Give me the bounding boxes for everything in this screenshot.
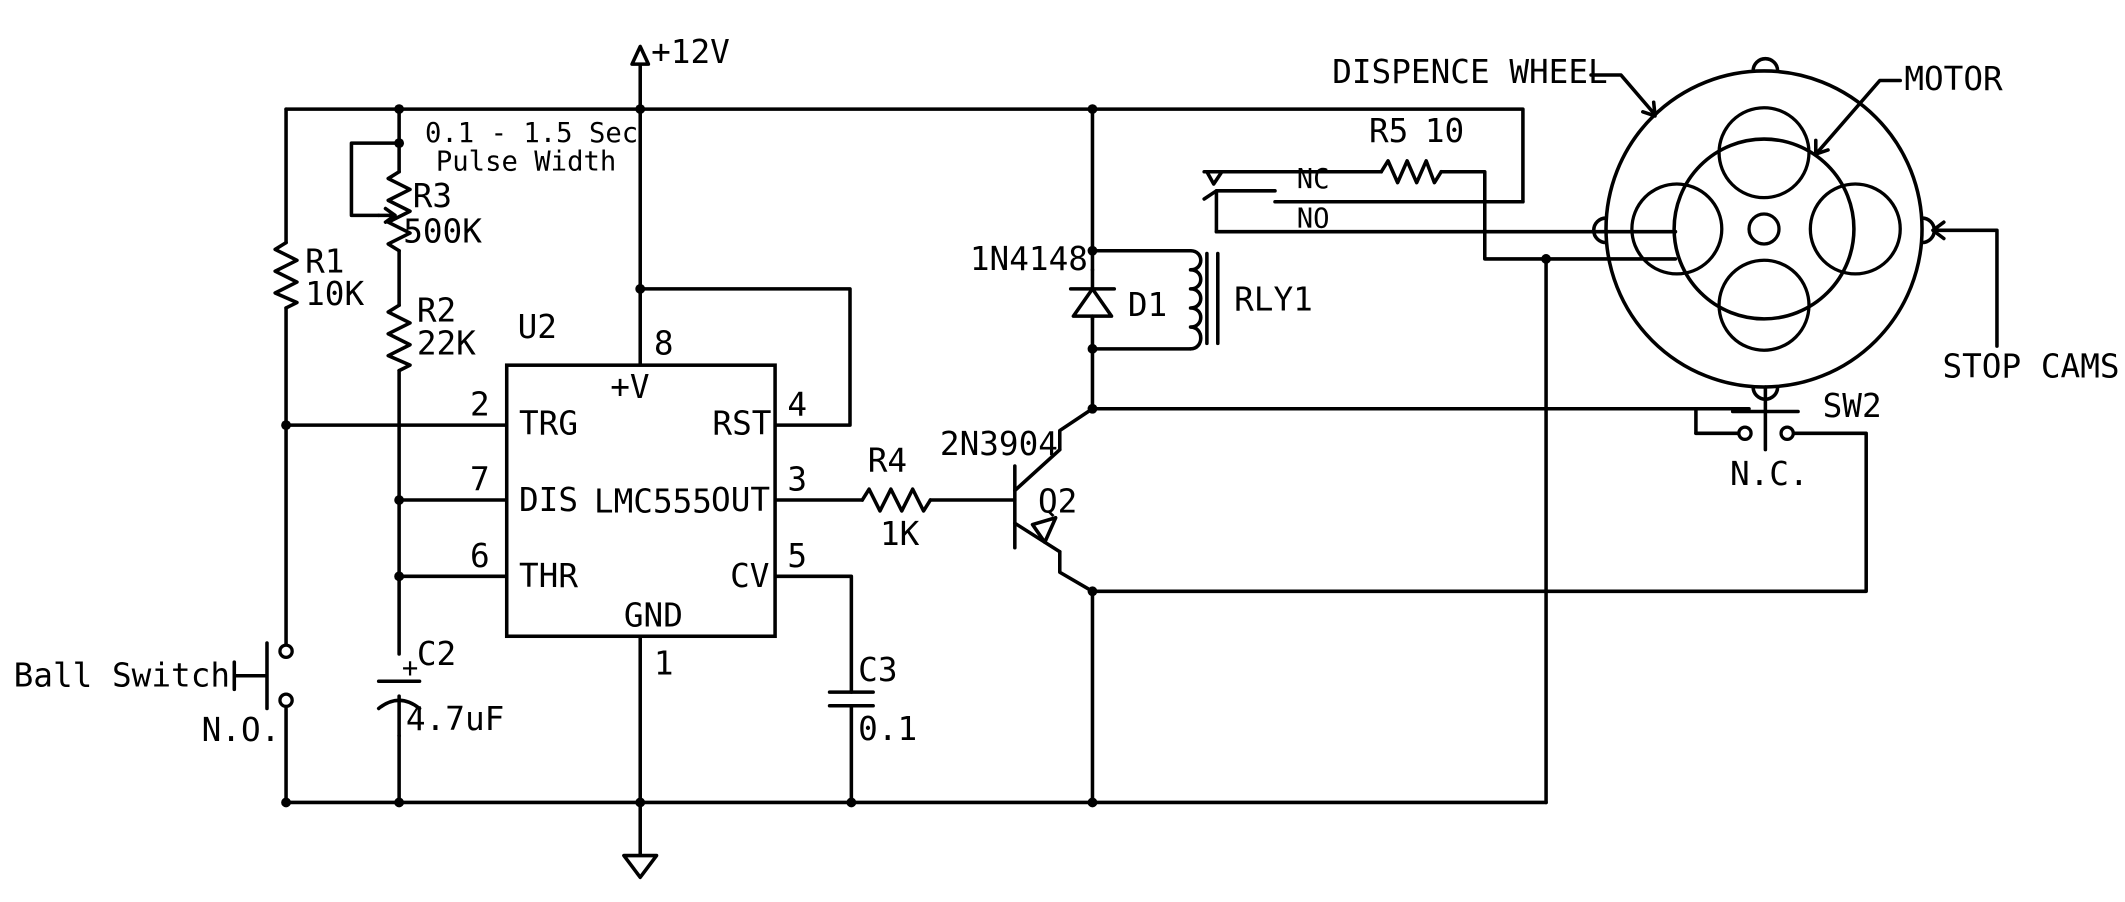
switch-sw2: SW2 N.C. xyxy=(1730,385,1882,493)
d1-part: 1N4148 xyxy=(970,240,1088,278)
ground-symbol xyxy=(622,853,659,880)
timer-lmc555: U2 LMC555 +V 8 TRG 2 DIS 7 THR 6 RST 4 O… xyxy=(470,308,807,682)
c2-value: 4.7uF xyxy=(406,700,504,738)
r3-ref: R3 xyxy=(413,177,452,215)
ball-switch: Ball Switch N.O. xyxy=(14,641,294,749)
pin-gnd-num: 1 xyxy=(654,644,674,682)
junction-dots xyxy=(281,104,1551,808)
resistor-r5: R5 10 xyxy=(1369,112,1464,185)
supply-symbol: +12V xyxy=(630,33,730,71)
rly1-nc: NC xyxy=(1297,164,1330,195)
c2-polarity: + xyxy=(402,653,418,684)
pin-trg-name: TRG xyxy=(519,405,578,443)
sw2-type: N.C. xyxy=(1730,455,1809,493)
r5-value: 10 xyxy=(1425,112,1464,150)
resistor-r1: R1 10K xyxy=(273,240,364,313)
stop-cams-label: STOP CAMS xyxy=(1942,347,2119,385)
pin-trg-num: 2 xyxy=(470,386,490,424)
c2-ref: C2 xyxy=(417,635,456,673)
timer-part: LMC555 xyxy=(594,482,712,520)
r1-ref: R1 xyxy=(305,243,344,281)
r3-value: 500K xyxy=(403,213,482,251)
dispence-wheel-label: DISPENCE WHEEL xyxy=(1332,53,1608,91)
r4-value: 1K xyxy=(880,515,920,553)
pin-out-num: 3 xyxy=(787,461,807,499)
sw2-ref: SW2 xyxy=(1823,387,1882,425)
relay-rly1: RLY1 NC NO xyxy=(1188,164,1330,351)
rly1-no: NO xyxy=(1297,204,1330,235)
pin-dis-num: 7 xyxy=(470,461,490,499)
pulse-note-line2: Pulse Width xyxy=(436,146,616,177)
ball-switch-label: Ball Switch xyxy=(14,657,230,695)
pin-thr-num: 6 xyxy=(470,537,490,575)
transistor-q2: 2N3904 Q2 xyxy=(940,425,1077,554)
d1-ref: D1 xyxy=(1128,286,1167,324)
capacitor-c3: C3 0.1 xyxy=(827,651,917,748)
c3-value: 0.1 xyxy=(858,710,917,748)
pin-out-name: OUT xyxy=(711,481,770,519)
r2-ref: R2 xyxy=(417,292,456,330)
resistor-r2: R2 22K xyxy=(386,292,476,373)
pin-cv-name: CV xyxy=(730,557,769,595)
r4-ref: R4 xyxy=(868,441,907,479)
pin-vcc-name: +V xyxy=(610,368,649,406)
resistor-r4: R4 1K xyxy=(860,441,933,553)
ball-switch-type: N.O. xyxy=(202,711,281,749)
pin-rst-num: 4 xyxy=(787,386,807,424)
pin-vcc-num: 8 xyxy=(654,324,674,362)
r1-value: 10K xyxy=(305,275,364,313)
potentiometer-r3: R3 500K xyxy=(376,169,482,253)
timer-ref: U2 xyxy=(518,308,557,346)
pin-rst-name: RST xyxy=(712,405,771,443)
c3-ref: C3 xyxy=(858,651,897,689)
diode-d1: 1N4148 D1 xyxy=(970,240,1167,324)
rly1-ref: RLY1 xyxy=(1234,281,1313,319)
pin-dis-name: DIS xyxy=(519,481,578,519)
supply-label: +12V xyxy=(651,33,730,71)
wires xyxy=(284,63,1868,858)
pin-gnd-name: GND xyxy=(624,597,683,635)
dispence-wheel: DISPENCE WHEEL MOTOR STOP CAMS xyxy=(1332,53,2120,401)
capacitor-c2: C2 + 4.7uF xyxy=(376,635,504,738)
pin-thr-name: THR xyxy=(519,557,578,595)
q2-ref: Q2 xyxy=(1038,482,1077,520)
r2-value: 22K xyxy=(417,324,476,362)
r5-ref: R5 xyxy=(1369,112,1408,150)
q2-part: 2N3904 xyxy=(940,425,1058,463)
pulse-note-line1: 0.1 - 1.5 Sec xyxy=(425,118,638,149)
pin-cv-num: 5 xyxy=(787,537,807,575)
motor-label: MOTOR xyxy=(1904,60,2003,98)
